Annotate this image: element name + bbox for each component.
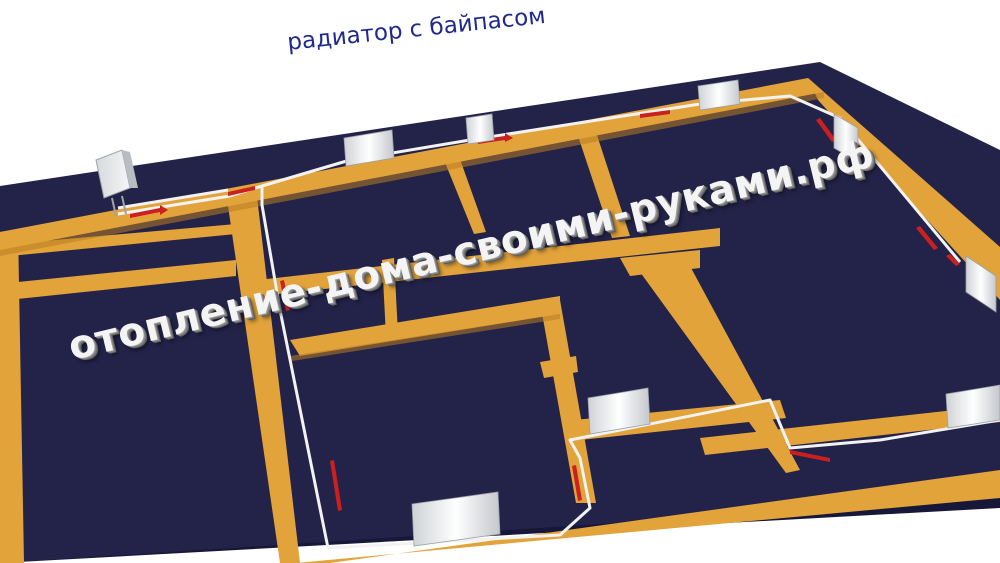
- radiator: [343, 129, 395, 167]
- radiator: [697, 79, 741, 111]
- red-arrow: [228, 186, 255, 196]
- wall-shadows: [0, 92, 824, 361]
- red-arrow: [280, 280, 290, 311]
- interior-walls: [8, 126, 1000, 563]
- red-arrow: [916, 226, 938, 250]
- red-arrow: [640, 110, 670, 118]
- radiator: [833, 113, 859, 163]
- red-arrow: [130, 205, 168, 218]
- boiler: [95, 149, 138, 217]
- red-arrow: [946, 254, 960, 266]
- radiator: [587, 387, 651, 435]
- radiators: [343, 79, 1000, 547]
- red-arrow: [572, 465, 582, 501]
- red-arrow: [790, 450, 830, 462]
- radiator: [411, 491, 501, 547]
- radiator: [465, 113, 495, 145]
- radiator: [965, 255, 997, 313]
- red-arrow: [816, 118, 836, 142]
- radiator: [945, 384, 1000, 429]
- red-arrow: [330, 460, 342, 511]
